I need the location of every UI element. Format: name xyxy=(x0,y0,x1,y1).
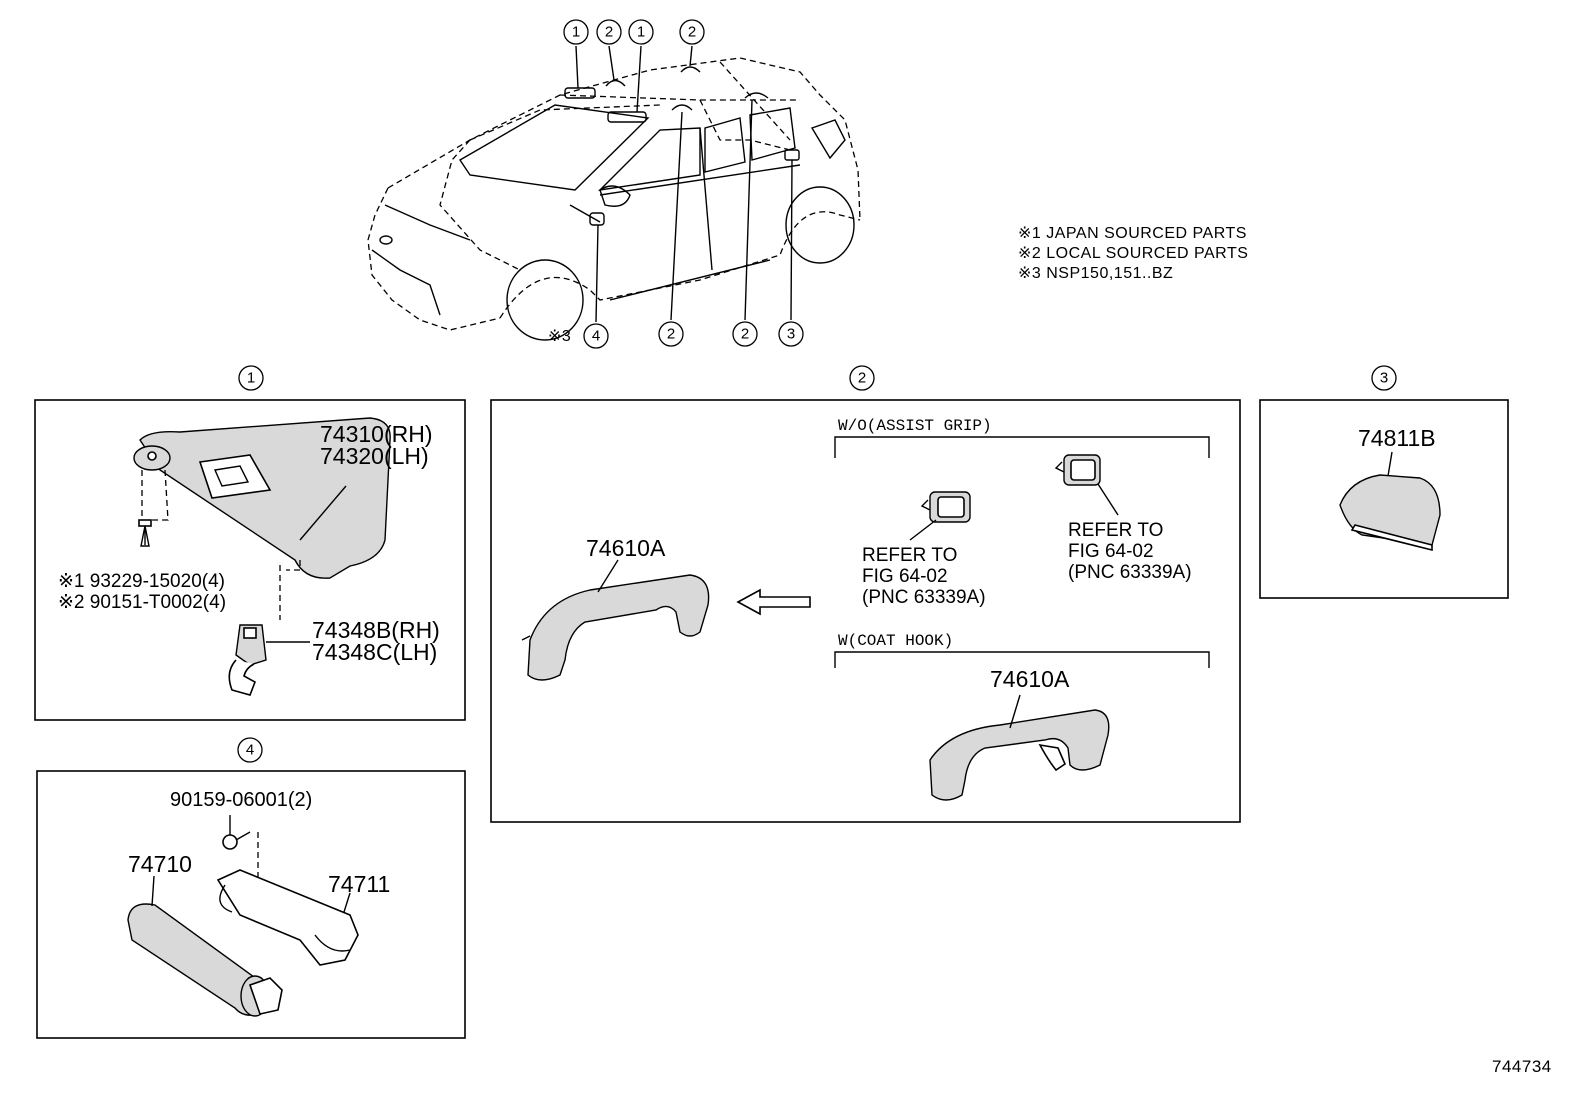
pillar-grip-bracket-pn: 74711 xyxy=(328,871,390,897)
refer-1-line-2: FIG 64-02 xyxy=(862,566,948,587)
refer-2-line-1: REFER TO xyxy=(1068,520,1163,541)
svg-text:3: 3 xyxy=(787,326,795,343)
svg-text:1: 1 xyxy=(637,24,645,41)
w-coat-hook-label: W(COAT HOOK) xyxy=(838,632,953,650)
section-4-header: 4 xyxy=(237,737,263,763)
refer-1-line-1: REFER TO xyxy=(862,545,957,566)
figure-id: 744734 xyxy=(1492,1057,1552,1076)
pillar-grip-drawing xyxy=(127,815,359,1017)
section-2-box xyxy=(490,399,1241,823)
refer-1-line-3: (PNC 63339A) xyxy=(862,587,986,608)
assist-grip-pn: 74610A xyxy=(586,535,666,561)
svg-text:2: 2 xyxy=(605,24,613,41)
refer-2-line-2: FIG 64-02 xyxy=(1068,541,1154,562)
svg-text:2: 2 xyxy=(858,370,866,387)
refer-2-line-3: (PNC 63339A) xyxy=(1068,562,1192,583)
section-3-box xyxy=(1259,399,1509,599)
assist-grip-drawing xyxy=(521,559,710,681)
section-3-header: 3 xyxy=(1371,365,1397,391)
wo-assist-grip-label: W/O(ASSIST GRIP) xyxy=(838,417,992,435)
cap-part-1-drawing xyxy=(909,491,971,541)
cap-part-2-drawing xyxy=(1054,454,1119,516)
car-callout-top-3: 1 xyxy=(628,19,654,45)
w-coat-hook-bracket xyxy=(834,651,1210,668)
svg-text:2: 2 xyxy=(667,326,675,343)
car-callout-top-4: 2 xyxy=(679,19,705,45)
coat-hook-cover-pn: 74811B xyxy=(1358,425,1436,451)
vehicle-illustration xyxy=(367,45,861,341)
note-model-applicability: ※3 NSP150,151..BZ xyxy=(1018,265,1173,282)
visor-screw-pn-2: ※2 90151-T0002(4) xyxy=(58,592,226,613)
svg-text:3: 3 xyxy=(1380,370,1388,387)
visor-screw-pn-1: ※1 93229-15020(4) xyxy=(58,571,225,592)
svg-text:4: 4 xyxy=(592,328,600,345)
coat-hook-grip-pn: 74610A xyxy=(990,666,1070,692)
visor-holder-pn-lh: 74348C(LH) xyxy=(312,639,437,665)
car-callout-top-2: 2 xyxy=(596,19,622,45)
wo-assist-grip-bracket xyxy=(834,436,1210,458)
car-callout-bottom-4: 3 xyxy=(778,321,804,347)
car-callout-bottom-3: 2 xyxy=(732,321,758,347)
coat-hook-grip-drawing xyxy=(929,694,1110,801)
car-callout-top-1: 1 xyxy=(563,19,589,45)
svg-text:2: 2 xyxy=(741,326,749,343)
svg-text:1: 1 xyxy=(247,370,255,387)
pillar-grip-pn: 74710 xyxy=(128,851,192,877)
section-1-box xyxy=(34,399,466,721)
replacement-arrow xyxy=(736,588,811,616)
section-4-box xyxy=(36,770,466,1039)
note-local-sourced: ※2 LOCAL SOURCED PARTS xyxy=(1018,245,1248,262)
svg-text:1: 1 xyxy=(572,24,580,41)
svg-text:4: 4 xyxy=(246,742,254,759)
sun-visor-drawing xyxy=(133,417,391,696)
car-callout-bottom-2: 2 xyxy=(658,321,684,347)
visor-pn-rh: 74310(RH) xyxy=(320,421,433,447)
callout-note-3: ※3 xyxy=(548,328,571,345)
section-1-header: 1 xyxy=(238,365,264,391)
note-japan-sourced: ※1 JAPAN SOURCED PARTS xyxy=(1018,225,1247,242)
section-2-header: 2 xyxy=(849,365,875,391)
visor-pn-lh: 74320(LH) xyxy=(320,443,429,469)
pillar-grip-screw-pn: 90159-06001(2) xyxy=(170,789,312,811)
svg-text:2: 2 xyxy=(688,24,696,41)
coat-hook-cover-drawing xyxy=(1339,451,1441,552)
visor-holder-pn-rh: 74348B(RH) xyxy=(312,617,440,643)
car-callout-bottom-1: 4 xyxy=(583,323,609,349)
